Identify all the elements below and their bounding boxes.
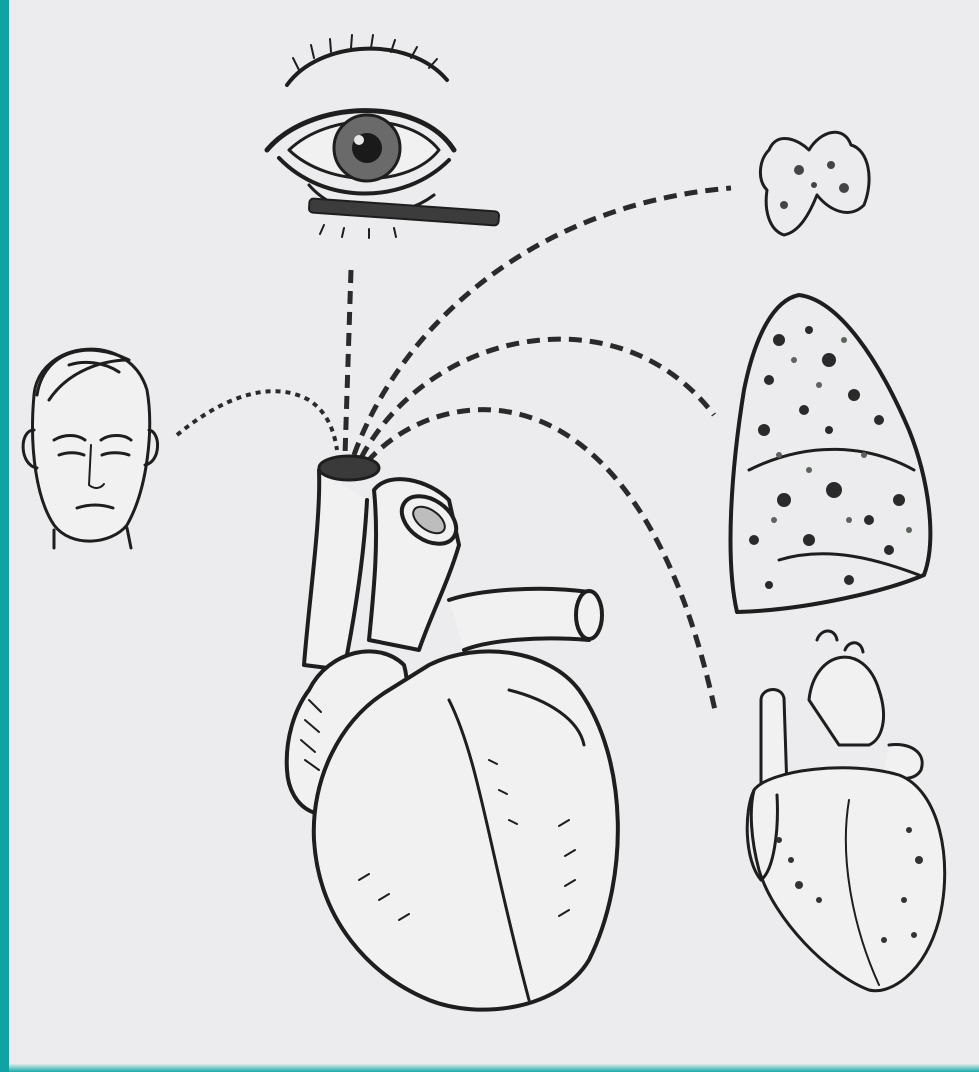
anatomy-diagram bbox=[9, 0, 979, 1072]
connector-kidney bbox=[354, 188, 731, 455]
connector-lung bbox=[361, 339, 714, 458]
heart-aorta-icon bbox=[287, 456, 618, 1010]
face-icon bbox=[23, 349, 157, 548]
illustration-panel bbox=[9, 0, 979, 1072]
connector-face bbox=[177, 391, 337, 450]
eye-icon bbox=[267, 35, 499, 238]
connectors bbox=[177, 188, 731, 715]
small-heart-icon bbox=[747, 631, 945, 991]
lung-icon bbox=[731, 295, 931, 612]
connector-eye bbox=[345, 270, 351, 455]
kidney-icon bbox=[760, 132, 869, 235]
